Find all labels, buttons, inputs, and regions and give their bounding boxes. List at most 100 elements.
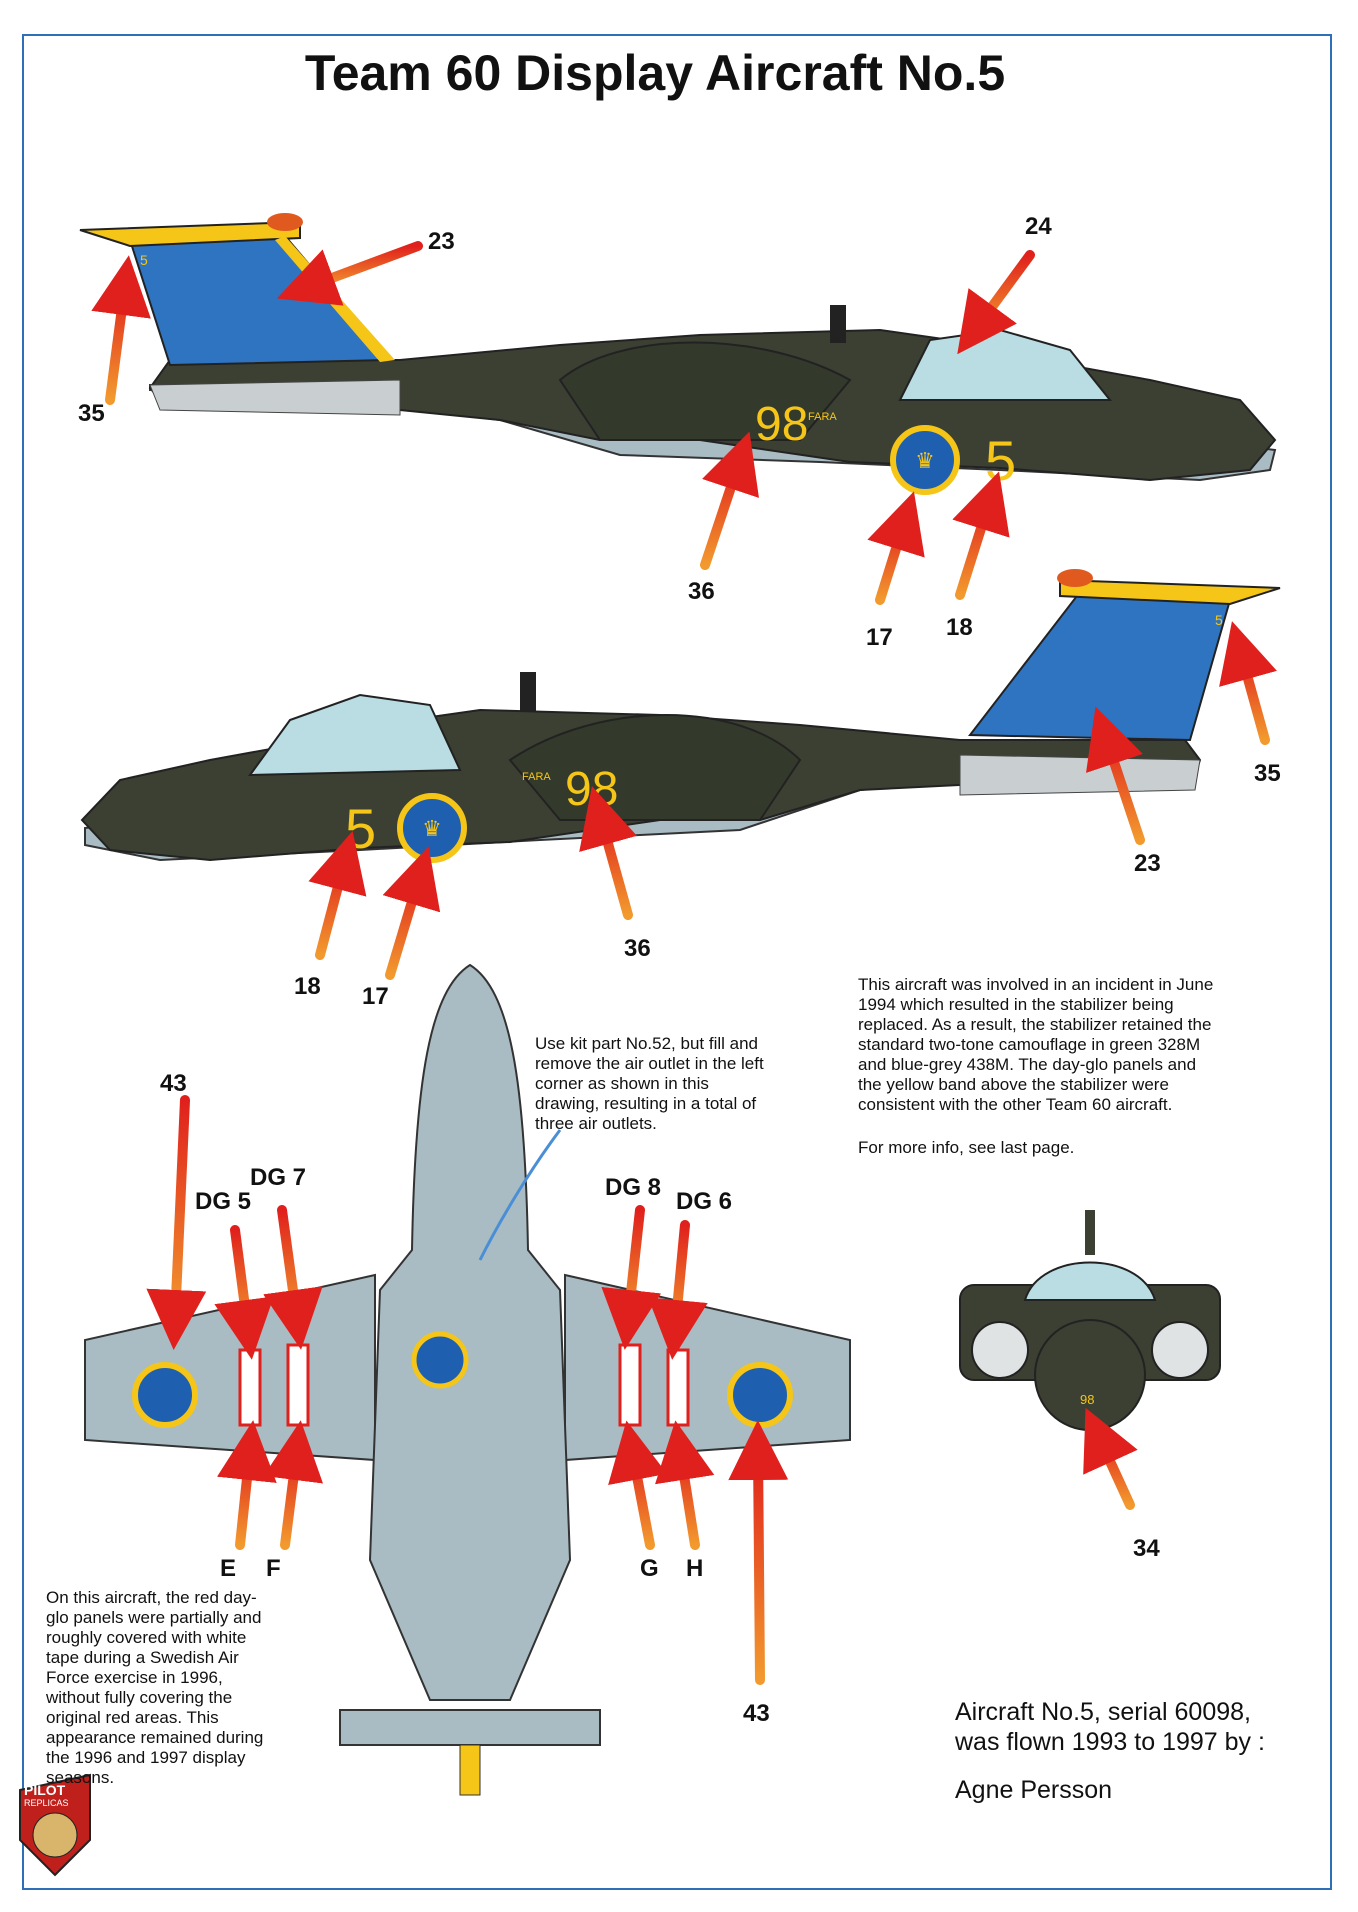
callout-35-mid: 35 bbox=[1254, 760, 1281, 787]
plan-view-panel-dg7 bbox=[286, 1343, 310, 1427]
side-view-right-tail-yellow bbox=[1059, 578, 1281, 606]
front-view bbox=[959, 1210, 1221, 1431]
dayglo-note-line: On this aircraft, the red day- bbox=[46, 1588, 257, 1607]
incident-note: This aircraft was involved in an inciden… bbox=[858, 975, 1298, 1115]
arrow-e bbox=[217, 1420, 277, 1550]
credit-block: Aircraft No.5, serial 60098, was flown 1… bbox=[955, 1697, 1265, 1805]
dayglo-note-line: glo panels were partially and bbox=[46, 1608, 262, 1627]
incident-note-line: replaced. As a result, the stabilizer re… bbox=[858, 1015, 1212, 1034]
arrow-36-top bbox=[700, 431, 759, 570]
arrow-17-mid bbox=[382, 846, 441, 980]
arrow-34 bbox=[1083, 1407, 1138, 1510]
arrow-g bbox=[608, 1420, 668, 1550]
dayglo-note-line: Force exercise in 1996, bbox=[46, 1668, 223, 1687]
callout-dg7: DG 7 bbox=[250, 1164, 307, 1191]
dayglo-note-line: the 1996 and 1997 display bbox=[46, 1748, 246, 1767]
plan-view-panel-dg6 bbox=[666, 1348, 690, 1427]
incident-note-line: This aircraft was involved in an inciden… bbox=[858, 975, 1214, 994]
dayglo-note-line: tape during a Swedish Air bbox=[46, 1648, 239, 1667]
dayglo-note-line: without fully covering the bbox=[46, 1688, 233, 1707]
side-view-right-number-98: 98 bbox=[565, 763, 618, 816]
incident-note-line: the yellow band above the stabilizer wer… bbox=[858, 1075, 1169, 1094]
pilot-replicas-logo bbox=[19, 1773, 91, 1877]
front-view-nose bbox=[1034, 1319, 1146, 1431]
arrows bbox=[91, 241, 1277, 1685]
side-view-left-fara: FARA bbox=[808, 411, 837, 423]
arrow-18-mid bbox=[308, 830, 367, 960]
dayglo-note-line: seasons. bbox=[46, 1768, 115, 1787]
side-view-right-tail-number: 5 bbox=[1215, 612, 1223, 628]
incident-note-line: consistent with the other Team 60 aircra… bbox=[858, 1095, 1173, 1114]
callout-dg5: DG 5 bbox=[195, 1188, 252, 1215]
side-view-left: ♛ bbox=[79, 213, 1277, 495]
incident-note-line: standard two-tone camouflage in green 32… bbox=[858, 1035, 1201, 1054]
callout-34: 34 bbox=[1133, 1535, 1160, 1562]
side-view-left-roundel bbox=[890, 425, 960, 495]
arrow-dg5 bbox=[214, 1225, 274, 1360]
side-view-right-fara: FARA bbox=[522, 771, 551, 783]
credit-pilot: Agne Persson bbox=[955, 1776, 1113, 1804]
plan-view-roundel-left bbox=[132, 1362, 198, 1428]
page-title: Team 60 Display Aircraft No.5 bbox=[304, 45, 1006, 101]
arrow-h bbox=[655, 1420, 715, 1550]
credit-line-1: Aircraft No.5, serial 60098, bbox=[955, 1698, 1251, 1726]
callout-e: E bbox=[220, 1555, 237, 1582]
front-view-nose-number: 98 bbox=[1080, 1392, 1094, 1407]
callout-36-mid: 36 bbox=[624, 935, 651, 962]
plan-view-panel-dg8 bbox=[618, 1343, 642, 1427]
dayglo-note-line: appearance remained during bbox=[46, 1728, 264, 1747]
plan-view-right-wing bbox=[564, 1273, 851, 1462]
arrow-f bbox=[263, 1420, 324, 1550]
arrow-dg8 bbox=[601, 1205, 662, 1350]
plan-view-tailplane bbox=[339, 1709, 601, 1746]
arrow-35-top bbox=[91, 255, 151, 405]
arrow-35-mid bbox=[1219, 621, 1277, 745]
dayglo-note-line: original red areas. This bbox=[46, 1708, 219, 1727]
side-view-left-number-98: 98 bbox=[755, 398, 808, 451]
callout-f: F bbox=[266, 1555, 281, 1582]
incident-note-line: and blue-grey 438M. The day-glo panels a… bbox=[858, 1055, 1197, 1074]
plan-view-roundel-fuselage bbox=[411, 1331, 469, 1389]
side-view-left-tail-yellow bbox=[79, 220, 301, 248]
dayglo-note-line: roughly covered with white bbox=[46, 1628, 247, 1647]
credit-line-2: was flown 1993 to 1997 by : bbox=[955, 1728, 1265, 1756]
arrow-36-mid bbox=[579, 786, 637, 920]
page-frame bbox=[22, 34, 1332, 1890]
plan-view-left-wing bbox=[84, 1273, 376, 1462]
side-view-right-code-5: 5 bbox=[345, 797, 376, 860]
arrow-43-right bbox=[728, 1420, 789, 1685]
callout-24: 24 bbox=[1025, 213, 1052, 240]
svg-text:♛: ♛ bbox=[915, 449, 935, 474]
callout-18-top: 18 bbox=[946, 614, 973, 641]
callout-18-mid: 18 bbox=[294, 973, 321, 1000]
plan-view-panel-dg5 bbox=[238, 1348, 262, 1427]
callout-g: G bbox=[640, 1555, 659, 1582]
arrow-dg7 bbox=[263, 1205, 323, 1350]
arrow-23-mid bbox=[1086, 706, 1145, 845]
side-view-right: ♛ bbox=[80, 569, 1281, 863]
callout-17-top: 17 bbox=[866, 624, 893, 651]
callout-43-left: 43 bbox=[160, 1070, 187, 1097]
side-view-right-tail bbox=[968, 590, 1232, 742]
arrow-43-left bbox=[146, 1095, 207, 1350]
side-view-left-tail-number: 5 bbox=[140, 252, 148, 268]
arrow-dg6 bbox=[647, 1220, 708, 1360]
side-view-left-canopy bbox=[898, 328, 1113, 401]
callout-h: H bbox=[686, 1555, 704, 1582]
callout-dg8: DG 8 bbox=[605, 1174, 662, 1201]
callout-dg6: DG 6 bbox=[676, 1188, 733, 1215]
callout-36-top: 36 bbox=[688, 578, 715, 605]
plan-view-roundel-right bbox=[727, 1362, 793, 1428]
callout-35-top: 35 bbox=[78, 400, 105, 427]
callout-23-mid: 23 bbox=[1134, 850, 1161, 877]
callout-17-mid: 17 bbox=[362, 983, 389, 1010]
logo-text-bottom: REPLICAS bbox=[24, 1798, 69, 1808]
callout-43-right: 43 bbox=[743, 1700, 770, 1727]
arrow-24 bbox=[957, 250, 1035, 355]
dayglo-note: On this aircraft, the red day- glo panel… bbox=[46, 1588, 326, 1788]
more-info-note: For more info, see last page. bbox=[858, 1138, 1075, 1157]
side-view-left-tail bbox=[128, 228, 393, 367]
incident-note-line: 1994 which resulted in the stabilizer be… bbox=[858, 995, 1174, 1014]
callout-23-top: 23 bbox=[428, 228, 455, 255]
